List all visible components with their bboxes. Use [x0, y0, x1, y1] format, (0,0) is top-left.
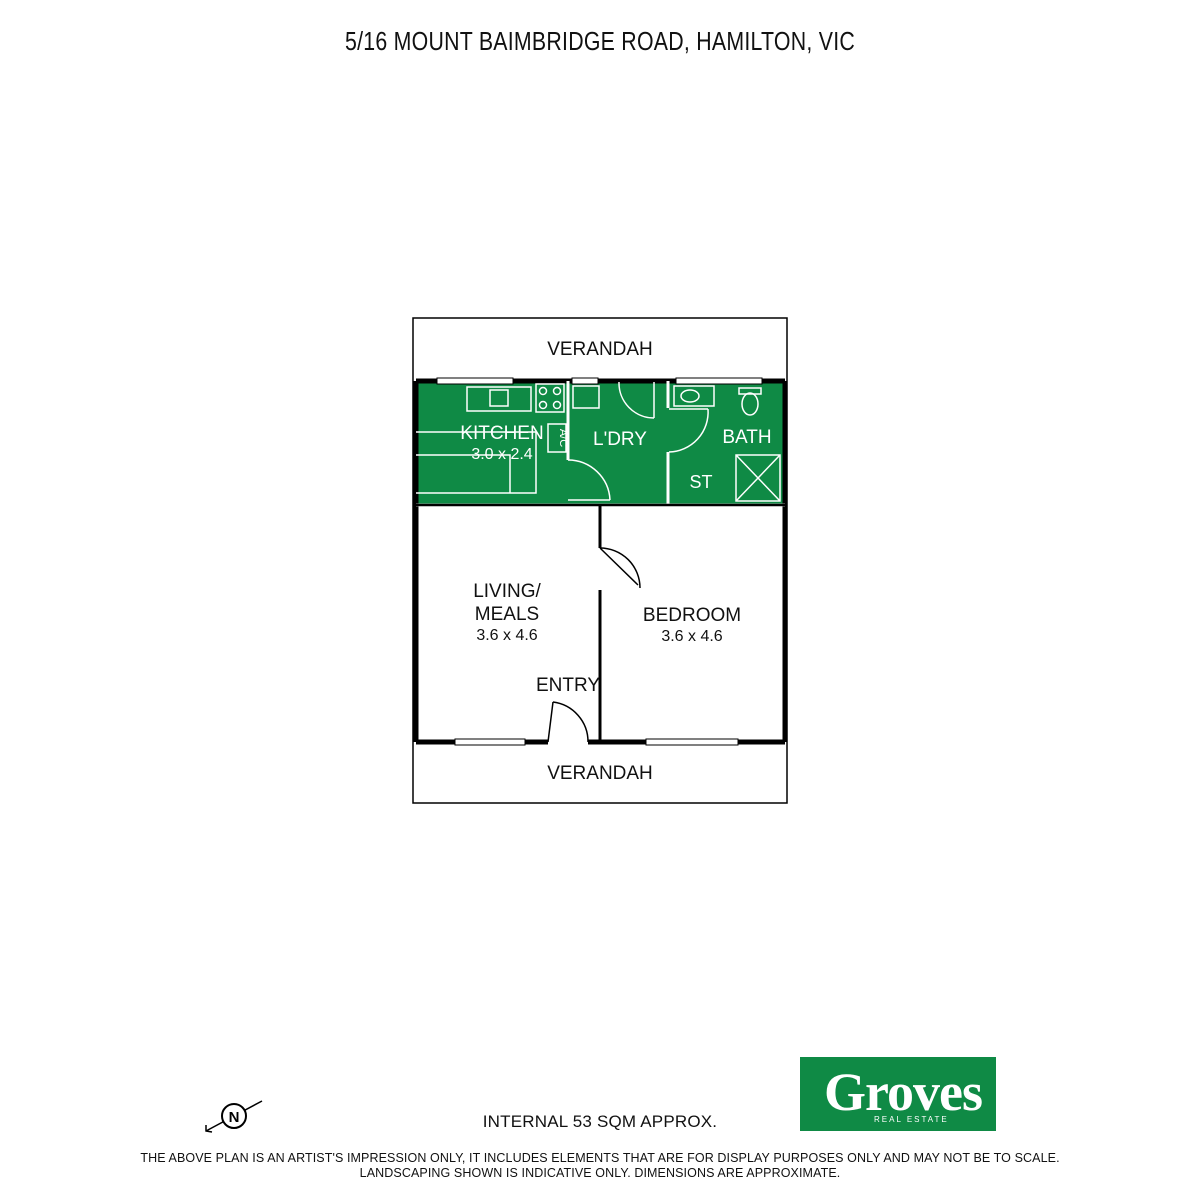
- internal-area: INTERNAL 53 SQM APPROX.: [482, 1112, 718, 1131]
- disclaimer-line1: THE ABOVE PLAN IS AN ARTIST'S IMPRESSION…: [140, 1151, 1060, 1165]
- compass-label: N: [229, 1109, 240, 1126]
- disclaimer: THE ABOVE PLAN IS AN ARTIST'S IMPRESSION…: [0, 1151, 1200, 1181]
- north-arrow-icon: N: [205, 1100, 263, 1133]
- ac-label: A/C: [557, 429, 569, 447]
- bedroom-size: 3.6 x 4.6: [661, 628, 722, 645]
- laundry-label: L'DRY: [593, 429, 647, 450]
- page-title: 5/16 MOUNT BAIMBRIDGE ROAD, HAMILTON, VI…: [344, 26, 856, 56]
- living-label-line1: LIVING/: [473, 581, 541, 602]
- doors: [547, 547, 641, 743]
- living-label-line2: MEALS: [475, 604, 539, 625]
- verandah-bottom-label: VERANDAH: [547, 763, 653, 784]
- windows: [436, 377, 763, 746]
- entry-label: ENTRY: [536, 675, 600, 696]
- bath-fixtures: [673, 385, 781, 502]
- logo-name: Groves: [824, 1062, 983, 1122]
- logo-subtitle: REAL ESTATE: [874, 1115, 949, 1124]
- disclaimer-line2: LANDSCAPING SHOWN IS INDICATIVE ONLY. DI…: [359, 1166, 841, 1180]
- bedroom-label: BEDROOM: [643, 605, 741, 626]
- living-size: 3.6 x 4.6: [476, 627, 537, 644]
- wet-area: [416, 381, 785, 505]
- doors-wet: [567, 381, 709, 501]
- kitchen-label: KITCHEN: [460, 423, 543, 444]
- verandah-top-label: VERANDAH: [547, 339, 653, 360]
- kitchen-size: 3.0 x 2.4: [471, 446, 532, 463]
- agency-logo: Groves REAL ESTATE: [800, 1057, 996, 1131]
- bath-label: BATH: [722, 427, 771, 448]
- storage-label: ST: [689, 472, 712, 492]
- kitchen-bench: [416, 383, 600, 494]
